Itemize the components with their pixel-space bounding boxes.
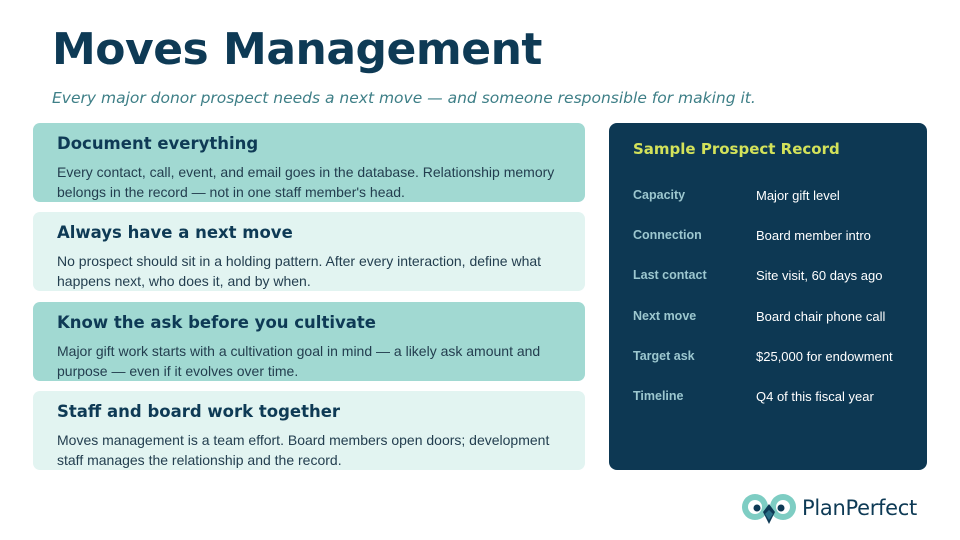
prospect-record-panel: Sample Prospect Record Capacity Major gi… [609, 123, 927, 470]
principle-body: No prospect should sit in a holding patt… [57, 253, 542, 289]
record-label: Connection [633, 228, 702, 242]
principle-body: Moves management is a team effort. Board… [57, 432, 550, 468]
record-label: Next move [633, 309, 697, 323]
principle-body: Every contact, call, event, and email go… [57, 164, 555, 200]
principle-title: Staff and board work together [57, 402, 341, 421]
record-value: Q4 of this fiscal year [756, 389, 874, 404]
planperfect-logo: PlanPerfect [741, 490, 936, 528]
logo-text: PlanPerfect [802, 496, 917, 520]
principle-card-staff-board: Staff and board work together Moves mana… [33, 391, 585, 470]
principle-title: Document everything [57, 134, 259, 153]
record-row-capacity: Capacity Major gift level [633, 188, 923, 208]
principle-card-know-the-ask: Know the ask before you cultivate Major … [33, 302, 585, 381]
record-value: Board chair phone call [756, 309, 886, 324]
principle-body: Major gift work starts with a cultivatio… [57, 343, 541, 379]
record-label: Target ask [633, 349, 695, 363]
record-value: $25,000 for endowment [756, 349, 893, 364]
record-label: Timeline [633, 389, 684, 403]
record-row-next-move: Next move Board chair phone call [633, 309, 923, 329]
record-row-last-contact: Last contact Site visit, 60 days ago [633, 268, 923, 288]
principle-card-next-move: Always have a next move No prospect shou… [33, 212, 585, 291]
owl-icon [742, 494, 796, 524]
principle-title: Always have a next move [57, 223, 293, 242]
slide-subtitle: Every major donor prospect needs a next … [52, 89, 756, 107]
record-value: Site visit, 60 days ago [756, 268, 883, 283]
record-label: Capacity [633, 188, 686, 202]
slide-title: Moves Management [52, 24, 542, 75]
record-label: Last contact [633, 268, 707, 282]
record-value: Major gift level [756, 188, 840, 203]
principle-title: Know the ask before you cultivate [57, 313, 376, 332]
record-row-connection: Connection Board member intro [633, 228, 923, 248]
record-row-target-ask: Target ask $25,000 for endowment [633, 349, 923, 369]
prospect-record-title: Sample Prospect Record [633, 140, 840, 158]
principle-card-document: Document everything Every contact, call,… [33, 123, 585, 202]
record-row-timeline: Timeline Q4 of this fiscal year [633, 389, 923, 409]
record-value: Board member intro [756, 228, 871, 243]
